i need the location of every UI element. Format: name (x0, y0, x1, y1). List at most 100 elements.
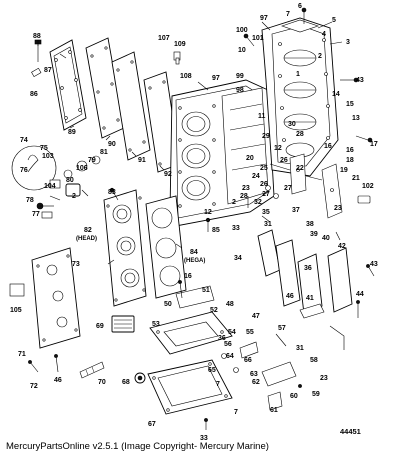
callout-54: 54 (228, 329, 236, 336)
callout-17: 17 (370, 141, 378, 148)
callout-62: 62 (252, 379, 260, 386)
callout-50: 50 (164, 301, 172, 308)
bracket-52 (175, 285, 215, 309)
callout-36b: 36 (218, 335, 226, 342)
callout-86: 86 (30, 91, 38, 98)
bolt-100-icon (243, 33, 255, 47)
linkage-bracket-group (265, 153, 371, 219)
callout-55: 55 (246, 329, 254, 336)
callout-101: 101 (252, 35, 264, 42)
plate-105-icon (9, 283, 25, 297)
callout-67: 67 (148, 421, 156, 428)
callout-88: 88 (33, 33, 41, 40)
callout-70: 70 (98, 379, 106, 386)
callout-92: 92 (164, 171, 172, 178)
module-69 (111, 315, 135, 333)
callout-108: 108 (180, 73, 192, 80)
callout-103: 103 (42, 153, 54, 160)
exhaust-cover-plate-90 (85, 37, 125, 139)
callout-1: 1 (296, 71, 300, 78)
callout-76: 76 (20, 167, 28, 174)
callout-97: 97 (212, 75, 220, 82)
adapter-plate-53 (149, 311, 233, 355)
callout-109: 109 (174, 41, 186, 48)
callout-97b: 97 (260, 15, 268, 22)
callout-66: 66 (244, 357, 252, 364)
callout-52: 52 (210, 307, 218, 314)
callout-104: 104 (44, 183, 56, 190)
callout-42: 42 (338, 243, 346, 250)
bottom-plate-67 (147, 359, 233, 415)
callout-64: 64 (226, 353, 234, 360)
callout-44: 44 (356, 291, 364, 298)
callout-56: 56 (224, 341, 232, 348)
callout-2c: 2 (72, 193, 76, 200)
callout-35: 35 (262, 209, 270, 216)
callout-99: 99 (236, 73, 244, 80)
callout-69: 69 (96, 323, 104, 330)
callout-78: 78 (26, 197, 34, 204)
callout-13: 13 (352, 115, 360, 122)
bolt-17-icon (355, 135, 373, 143)
callout-91: 91 (138, 157, 146, 164)
callout-27: 27 (284, 185, 292, 192)
callout-100: 100 (236, 27, 248, 34)
callout-16: 16 (324, 143, 332, 150)
bolt-43-icon (340, 77, 359, 83)
callout-39: 39 (310, 231, 318, 238)
callout-90: 90 (108, 141, 116, 148)
callout-46b: 46 (286, 293, 294, 300)
callout-26b: 26 (260, 181, 268, 188)
callout-5: 5 (332, 17, 336, 24)
exhaust-manifold-73 (31, 247, 81, 349)
callout-14: 14 (332, 91, 340, 98)
callout-57: 57 (278, 325, 286, 332)
fitting-46-icon (54, 354, 59, 373)
callout-106: 106 (76, 165, 88, 172)
bolt-43b-icon (366, 264, 375, 277)
callout-28: 28 (296, 131, 304, 138)
callout-47: 47 (252, 313, 260, 320)
cylinder-head-82 (103, 189, 147, 307)
callout-87: 87 (44, 67, 52, 74)
bolt-85-icon (205, 217, 211, 232)
callout-7b: 7 (216, 381, 220, 388)
sender-70-icon (79, 361, 105, 379)
plug-109-icon (175, 57, 180, 65)
callout-68: 68 (122, 379, 130, 386)
callout-3: 3 (346, 39, 350, 46)
callout-53: 53 (152, 321, 160, 328)
crankcase-block (261, 17, 339, 177)
callout-10: 10 (238, 47, 246, 54)
hose-44-icon (329, 325, 345, 350)
callout-83: 83 (108, 189, 116, 196)
callout-16c: 16 (184, 273, 192, 280)
callout-74: 74 (20, 137, 28, 144)
callout-46: 46 (54, 377, 62, 384)
callout-82: 82 (84, 227, 92, 234)
callout-28b: 28 (240, 193, 248, 200)
callout-19: 19 (340, 167, 348, 174)
sensor-68-icon (134, 372, 146, 384)
callout-79: 79 (88, 157, 96, 164)
callout-30: 30 (288, 121, 296, 128)
callout-72: 72 (30, 383, 38, 390)
callout-59: 59 (312, 391, 320, 398)
bolt-44-icon (356, 300, 360, 318)
port-cover-36 (275, 239, 301, 307)
figure-number: 44451 (340, 427, 361, 436)
callout-61: 61 (270, 407, 278, 414)
copyright-footer: MercuryPartsOnline v2.5.1 (Image Copyrig… (6, 441, 269, 452)
cylinder-block-108 (169, 79, 275, 227)
callout-85: 85 (212, 227, 220, 234)
callout-labels: 88 87 86 89 90 91 92 107 109 108 97 100 … (10, 3, 378, 442)
callout-63: 63 (250, 371, 258, 378)
callout-48: 48 (226, 301, 234, 308)
callout-89: 89 (68, 129, 76, 136)
callout-71: 71 (18, 351, 26, 358)
thermostat-cover-group (11, 145, 101, 219)
bolt-83-icon (109, 187, 119, 201)
bolt-6-icon (301, 7, 307, 24)
callout-26: 26 (280, 157, 288, 164)
callout-6: 6 (298, 3, 302, 10)
